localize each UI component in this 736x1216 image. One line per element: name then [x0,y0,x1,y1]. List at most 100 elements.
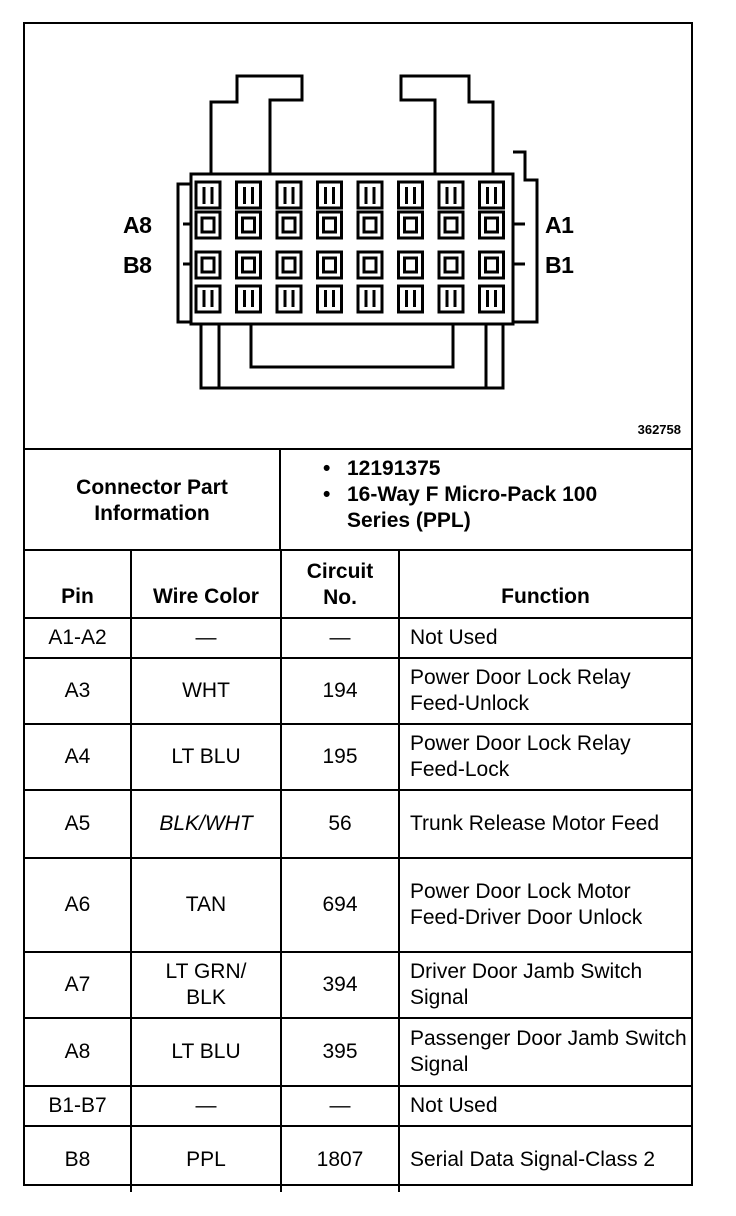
pinout-table: Pin Wire Color Circuit No. Function A1-A… [25,549,691,1192]
keyway-slot [249,324,455,369]
table-row: A6 TAN 694 Power Door Lock Motor Feed-Dr… [25,857,691,953]
connector-face-drawing [176,74,539,390]
header-function: Function [398,549,691,619]
right-side-ear [513,150,539,324]
header-circuit-no-text: Circuit No. [306,560,374,609]
pin-terminal [362,256,378,274]
pin-cell: A1-A2 [25,617,132,659]
wire-color-cell: BLK/WHT [130,789,282,859]
function-cell: Power Door Lock Relay Feed-Lock [398,723,691,791]
pin-cavity-b [235,250,262,280]
latch-slot [356,284,384,314]
pin-cavity-b [478,250,505,280]
header-circuit-no: Circuit No. [280,549,400,619]
info-label-cell: Connector Part Information [25,450,281,551]
circuit-cell: 395 [280,1017,400,1087]
wire-color-text: LT GRN/ BLK [165,960,247,1009]
header-pin: Pin [25,549,132,619]
latch-slot [316,180,343,210]
wire-color-cell: — [130,1085,282,1127]
connector-type: 16-Way F Micro-Pack 100 Series (PPL) [323,482,627,534]
latch-slot [478,284,505,314]
pin-terminal [443,216,459,234]
pin-terminal [322,256,337,274]
function-cell: Not Used [398,1085,691,1127]
wire-color-cell: TAN [130,857,282,953]
table-row: A7 LT GRN/ BLK 394 Driver Door Jamb Swit… [25,951,691,1019]
pin-cavity-a [356,210,384,240]
pin-cell: A7 [25,951,132,1019]
latch-tab [283,290,295,307]
table-row: A3 WHT 194 Power Door Lock Relay Feed-Un… [25,657,691,725]
function-cell: Power Door Lock Motor Feed-Driver Door U… [398,857,691,953]
latch-tab [243,290,254,307]
function-cell: Passenger Door Jamb Switch Signal [398,1017,691,1087]
left-side-ear [176,182,191,324]
latch-tab [405,187,416,204]
wire-color-cell: WHT [130,657,282,725]
latch-slot [316,284,343,314]
pin-cavity-b [194,250,222,280]
latch-tab [324,290,335,307]
latch-tab [486,290,497,307]
skirt-inner-lines [217,324,488,388]
table-row: B1-B7 — — Not Used [25,1085,691,1127]
pin-terminal [241,256,256,274]
pin-cavity-a [397,210,424,240]
circuit-cell: 56 [280,789,400,859]
latch-tab [364,187,376,204]
pin-terminal [484,256,499,274]
latch-tab [202,187,214,204]
latch-slot [235,284,262,314]
pin-cavity-b [316,250,343,280]
pin-cavity-b [437,250,465,280]
left-latch-outline [209,74,304,174]
circuit-cell: 694 [280,857,400,953]
latch-slot [275,284,303,314]
circuit-cell: — [280,1085,400,1127]
pin-label-b1: B1 [545,252,574,278]
pin-cavity-b [397,250,424,280]
pin-cavity-b [275,250,303,280]
pin-cavities [194,180,505,314]
pin-cavity-a [478,210,505,240]
function-cell: Not Used [398,617,691,659]
circuit-cell: 394 [280,951,400,1019]
latch-slot [275,180,303,210]
latch-slot [478,180,505,210]
latch-tab [324,187,335,204]
figure-number: 362758 [637,422,681,437]
latch-slot [235,180,262,210]
right-latch-outline [399,74,495,174]
pin-terminal [200,256,216,274]
connector-sheet: A8 B8 A1 B1 362758 Connector Part Inform… [23,22,693,1192]
pin-cell: A6 [25,857,132,953]
latch-slot [437,284,465,314]
latch-slot [397,180,424,210]
pin-cavity-a [194,210,222,240]
pin-cavity-a [275,210,303,240]
pin-cell: A4 [25,723,132,791]
pin-cell: B8 [25,1125,132,1192]
pin-cavity-a [437,210,465,240]
latch-tab [202,290,214,307]
connector-diagram: A8 B8 A1 B1 362758 [25,24,691,448]
pin-terminal [362,216,378,234]
function-cell: Trunk Release Motor Feed [398,789,691,859]
circuit-cell: — [280,617,400,659]
table-row: A5 BLK/WHT 56 Trunk Release Motor Feed [25,789,691,859]
table-header-row: Pin Wire Color Circuit No. Function [25,549,691,619]
latch-slot [194,180,222,210]
wire-color-cell: LT BLU [130,1017,282,1087]
circuit-cell: 195 [280,723,400,791]
lower-skirt [199,324,505,390]
connector-body-outline [189,172,515,326]
table-row: A4 LT BLU 195 Power Door Lock Relay Feed… [25,723,691,791]
pin-terminal [200,216,216,234]
pin-terminal [443,256,459,274]
pin-terminal [241,216,256,234]
circuit-cell: 1807 [280,1125,400,1192]
circuit-cell: 194 [280,657,400,725]
pin-cell: A5 [25,789,132,859]
latch-slot [397,284,424,314]
